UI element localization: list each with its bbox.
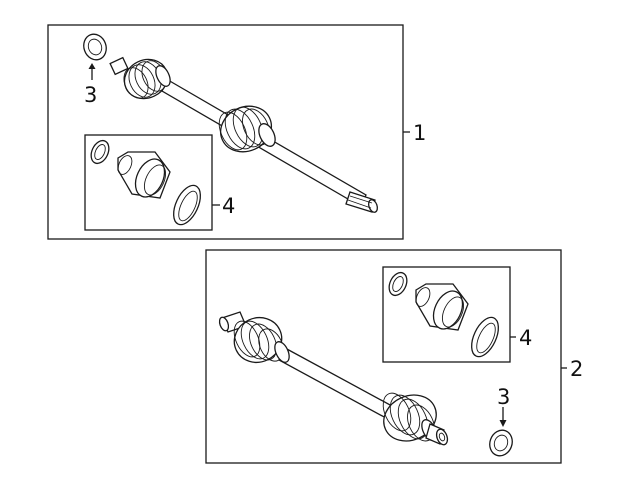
- callout-3-bottom-arrow: [499, 420, 507, 427]
- callout-4-top-label: 4: [222, 194, 235, 218]
- drive-shaft-1: [109, 56, 379, 213]
- snap-ring-top: [83, 33, 107, 61]
- callout-3-top-arrow: [88, 63, 96, 69]
- callout-3-bottom-label: 3: [497, 385, 510, 409]
- boot-kit-bottom-parts: [388, 271, 499, 358]
- boot-kit-top-parts: [90, 139, 201, 226]
- assembly-2-group: 2: [205, 249, 583, 464]
- callout-1-label: 1: [413, 121, 426, 145]
- callout-2-label: 2: [570, 357, 583, 381]
- callout-4-bottom-label: 4: [519, 326, 532, 350]
- drive-shaft-2: [218, 311, 449, 446]
- callout-3-top-label: 3: [84, 83, 97, 107]
- snap-ring-bottom: [489, 429, 513, 457]
- assembly-1-group: 1 3: [47, 24, 426, 240]
